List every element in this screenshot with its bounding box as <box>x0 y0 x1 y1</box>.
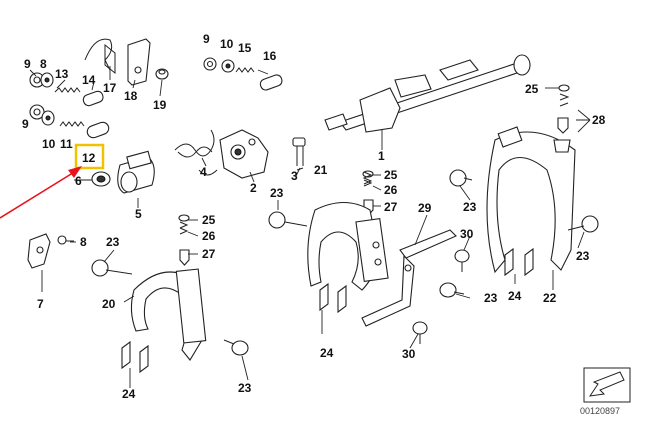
pin-14 <box>82 90 104 107</box>
callout-20: 20 <box>102 297 116 311</box>
callout-25c: 25 <box>202 213 216 227</box>
spring-26a <box>362 171 373 187</box>
cap-25c <box>178 214 190 222</box>
highlight-box <box>74 143 105 170</box>
screw-23f <box>223 339 249 356</box>
callout-25b: 25 <box>525 82 539 96</box>
gear-10a <box>221 59 235 73</box>
washer-9b <box>203 57 217 71</box>
pads-24c <box>121 340 149 374</box>
spring-11 <box>59 121 85 127</box>
callout-29: 29 <box>418 201 432 215</box>
bolt-3 <box>292 137 306 171</box>
direction-arrow-icon <box>583 367 631 403</box>
callout-11: 11 <box>60 137 73 151</box>
spring-clip-17 <box>84 38 116 75</box>
callout-26a: 26 <box>384 183 398 197</box>
spring-13 <box>54 87 81 93</box>
callout-18: 18 <box>124 89 138 103</box>
spring-15 <box>235 67 255 73</box>
lever-7 <box>27 233 51 269</box>
callout-3: 3 <box>291 169 298 183</box>
callout-5: 5 <box>135 207 142 221</box>
callout-8: 8 <box>40 57 47 71</box>
callout-23c: 23 <box>576 249 590 263</box>
callout-6: 6 <box>75 174 82 188</box>
cap-25b <box>558 84 570 92</box>
pin-12 <box>86 121 110 139</box>
screw-23b <box>449 169 473 187</box>
gear-10b <box>41 110 55 126</box>
callout-2: 2 <box>250 181 257 195</box>
pointer-arrow-line <box>0 170 77 219</box>
bracket-18 <box>127 38 151 86</box>
shift-fork-20 <box>130 268 207 361</box>
pivot-pin-23c <box>567 215 599 233</box>
callout-16: 16 <box>263 49 277 63</box>
callout-30a: 30 <box>460 227 474 241</box>
callout-25a: 25 <box>384 168 398 182</box>
washer-9c <box>29 104 45 120</box>
callout-26b: 26 <box>202 229 216 243</box>
plunger-27b <box>179 249 190 266</box>
screw-30b <box>412 321 428 344</box>
shift-cylinder-5 <box>117 150 155 194</box>
spring-26b <box>179 221 189 235</box>
callout-9c: 9 <box>22 117 29 131</box>
screw-30a <box>454 249 470 272</box>
callout-14: 14 <box>82 73 96 87</box>
callout-12-highlighted: 12 <box>82 151 96 165</box>
callout-13: 13 <box>55 67 69 81</box>
pin-16 <box>259 74 283 91</box>
callout-8b: 8 <box>80 235 87 249</box>
detent-set-28 <box>553 93 571 153</box>
callout-23f: 23 <box>238 381 252 395</box>
callout-30b: 30 <box>402 347 416 361</box>
shift-fork-21 <box>307 201 389 291</box>
gear-ring-8 <box>40 72 54 88</box>
pads-24a <box>319 282 347 314</box>
pads-24b <box>504 247 534 277</box>
callout-24c: 24 <box>122 387 136 401</box>
callout-22: 22 <box>543 291 557 305</box>
callout-23b: 23 <box>463 200 477 214</box>
reference-code: 00120897 <box>580 406 620 416</box>
callout-9: 9 <box>24 57 31 71</box>
callout-10b: 10 <box>42 137 56 151</box>
callout-1: 1 <box>378 149 385 163</box>
callout-labels: 9 8 13 14 17 18 19 9 10 15 16 9 10 11 12… <box>22 32 606 401</box>
callout-23e: 23 <box>106 235 120 249</box>
shift-shaft-1 <box>324 54 531 133</box>
callout-28: 28 <box>592 113 606 127</box>
pivot-pin-23e <box>91 259 133 277</box>
callout-19: 19 <box>153 98 167 112</box>
callout-21: 21 <box>314 163 328 177</box>
callout-9b: 9 <box>203 32 210 46</box>
callout-10a: 10 <box>220 37 234 51</box>
leader-lines <box>29 66 591 388</box>
screw-8b <box>57 235 74 245</box>
ring-6 <box>91 171 111 187</box>
callout-7: 7 <box>37 297 44 311</box>
shift-fork-22 <box>486 126 576 274</box>
cap-19 <box>155 68 169 80</box>
callout-27b: 27 <box>202 247 216 261</box>
callout-17: 17 <box>103 81 117 95</box>
callout-4: 4 <box>200 165 207 179</box>
callout-15: 15 <box>238 41 252 55</box>
screw-23d <box>439 282 465 298</box>
callout-27a: 27 <box>384 200 398 214</box>
shift-lever-2 <box>219 129 269 179</box>
callout-23a: 23 <box>270 186 284 200</box>
callout-24a: 24 <box>508 289 522 303</box>
callout-23d: 23 <box>484 291 498 305</box>
pivot-pin-23a <box>268 211 308 229</box>
callout-24b: 24 <box>320 346 334 360</box>
pointer-arrow-head <box>68 166 82 178</box>
selector-plate-29 <box>361 229 457 327</box>
coil-spring-4 <box>174 129 218 176</box>
